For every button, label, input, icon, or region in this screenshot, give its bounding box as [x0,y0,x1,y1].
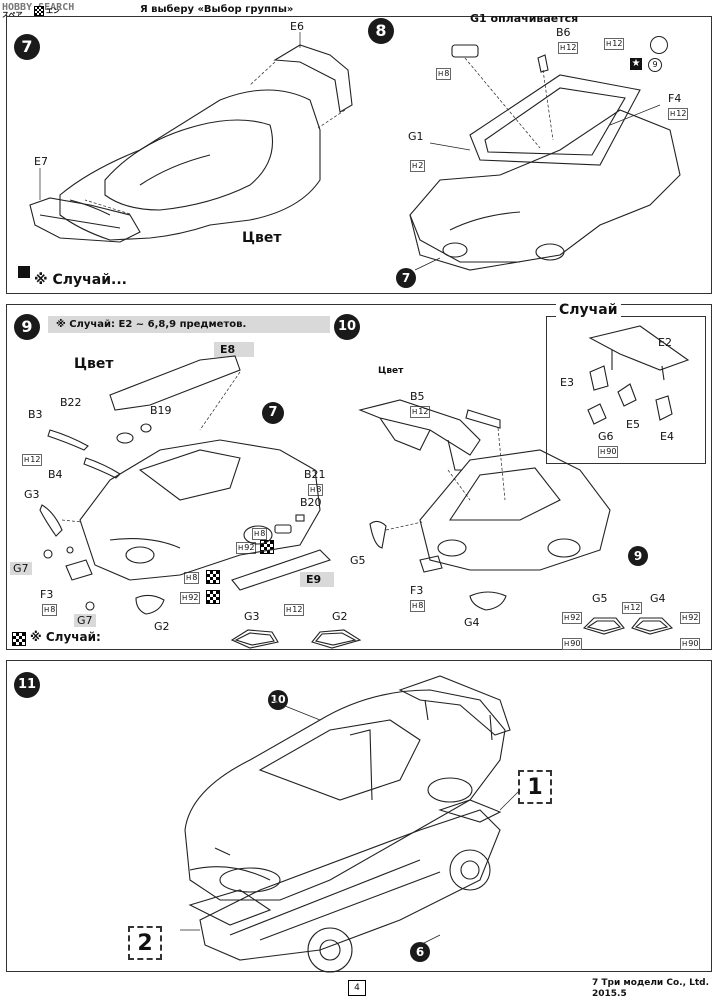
header-note: Я выберу «Выбор группы» [140,4,294,15]
label-g3: G3 [24,488,40,501]
label-g5b: G5 [592,592,608,605]
tag-h12-b3: H12 [22,454,43,466]
header-jp-mark: エン [46,7,60,15]
tag-h92-g4: H92 [680,612,701,624]
label-case-7: ※ Случай... [34,272,127,288]
tag-h92-g5: H92 [562,612,583,624]
paint-icon [18,266,30,278]
tag-h8-f3: H8 [42,604,58,616]
tag-h12-b6: H12 [558,42,579,54]
tag-h2: H2 [410,160,426,172]
checker-icon [12,632,26,646]
checker-icon [34,6,44,16]
label-case-9: ※ Случай: [30,630,101,644]
logo-jp: スペア [2,11,23,19]
step-number-7: 7 [14,34,40,60]
footer-date: 2015.5 [592,989,627,999]
ref-step-9: 9 [628,546,648,566]
label-f4: F4 [668,92,682,105]
panel-step-11 [6,660,712,972]
ref-step-6: 6 [410,942,430,962]
tag-h90-g5: H90 [562,638,583,650]
tag-h8-f3-10: H8 [410,600,426,612]
ref-step-7-9: 7 [262,402,284,424]
label-g6: G6 [598,430,614,443]
step-number-11: 11 [14,672,40,698]
checker-icon [206,570,220,584]
label-e6: E6 [290,20,304,33]
step-number-8: 8 [368,18,394,44]
tag-h12-top: H12 [604,38,625,50]
label-g2b: G2 [332,610,348,623]
label-e9: E9 [300,572,334,587]
label-b22: B22 [60,396,82,409]
star-icon: ★ [630,58,642,70]
label-b20: B20 [300,496,322,509]
case-box [546,316,706,464]
label-e5: E5 [626,418,640,431]
tag-h90-g4: H90 [680,638,701,650]
label-g4b: G4 [650,592,666,605]
panel-steps-7-8 [6,16,712,294]
label-g2: G2 [154,620,170,633]
tag-h8: H8 [436,68,452,80]
tag-h8-b20: H8 [252,528,268,540]
step8-title: G1 оплачивается [470,12,579,25]
tag-h12-g: H12 [284,604,305,616]
label-g4: G4 [464,616,480,629]
label-f3-10: F3 [410,584,424,597]
subassembly-2: 2 [128,926,162,960]
label-g7b: G7 [74,614,96,627]
label-g1: G1 [408,130,424,143]
page-number: 4 [348,980,366,996]
footer-company: 7 Три модели Co., Ltd. [592,978,710,988]
label-b5: B5 [410,390,425,403]
checker-icon [206,590,220,604]
label-e7: E7 [34,155,48,168]
tag-h8-b21: H8 [308,484,324,496]
step-number-9: 9 [14,314,40,340]
circled-9: 9 [648,58,662,72]
case-box-title: Случай [556,302,621,318]
tag-h8-g2: H8 [184,572,200,584]
label-b21: B21 [304,468,326,481]
ref-step-7: 7 [396,268,416,288]
tag-h90-g6: H90 [598,446,619,458]
step-number-10: 10 [334,314,360,340]
label-b3: B3 [28,408,43,421]
label-b4: B4 [48,468,63,481]
label-f3-9: F3 [40,588,54,601]
label-b6: B6 [556,26,571,39]
label-e8: E8 [214,342,254,357]
label-b19: B19 [150,404,172,417]
label-color-9: Цвет [74,356,114,372]
tag-h12-g5g4: H12 [622,602,643,614]
label-color-7: Цвет [242,230,282,246]
label-g7a: G7 [10,562,32,575]
tag-h12-f4: H12 [668,108,689,120]
step9-note: ※ Случай: E2 ~ 6,8,9 предметов. [48,316,330,333]
label-e4: E4 [660,430,674,443]
gauge-icon [650,36,668,54]
label-e3: E3 [560,376,574,389]
label-g5: G5 [350,554,366,567]
tag-h92-g2: H92 [180,592,201,604]
label-g3b: G3 [244,610,260,623]
subassembly-1: 1 [518,770,552,804]
label-color-10: Цвет [378,366,404,376]
